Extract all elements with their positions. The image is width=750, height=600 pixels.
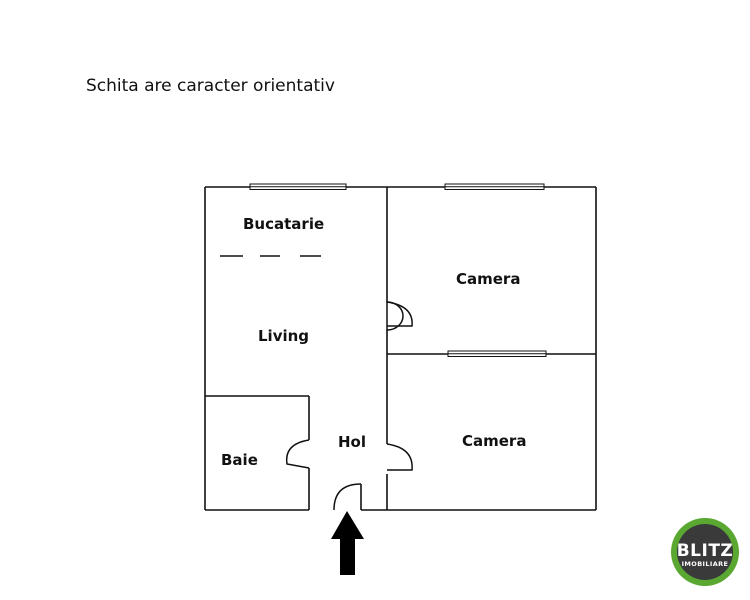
doors <box>285 301 413 511</box>
logo-subtitle: IMOBILIARE <box>682 560 729 568</box>
room-label-hol: Hol <box>338 433 366 451</box>
logo-disc <box>677 524 733 580</box>
logo-name: BLITZ <box>677 541 734 561</box>
interior-walls <box>205 187 596 510</box>
room-label-living: Living <box>258 327 309 345</box>
windows <box>249 183 547 357</box>
room-label-baie: Baie <box>221 451 258 469</box>
room-label-camera-1: Camera <box>456 270 520 288</box>
disclaimer-note: Schita are caracter orientativ <box>86 76 335 96</box>
outer-walls <box>204 186 597 511</box>
room-label-camera-2: Camera <box>462 432 526 450</box>
room-label-bucatarie: Bucatarie <box>243 215 324 233</box>
door-camera-2 <box>386 443 413 471</box>
entrance-arrow <box>331 511 364 575</box>
door-entrance <box>333 483 362 511</box>
blitz-logo: BLITZ IMOBILIARE <box>671 518 739 586</box>
door-baie <box>285 439 310 469</box>
